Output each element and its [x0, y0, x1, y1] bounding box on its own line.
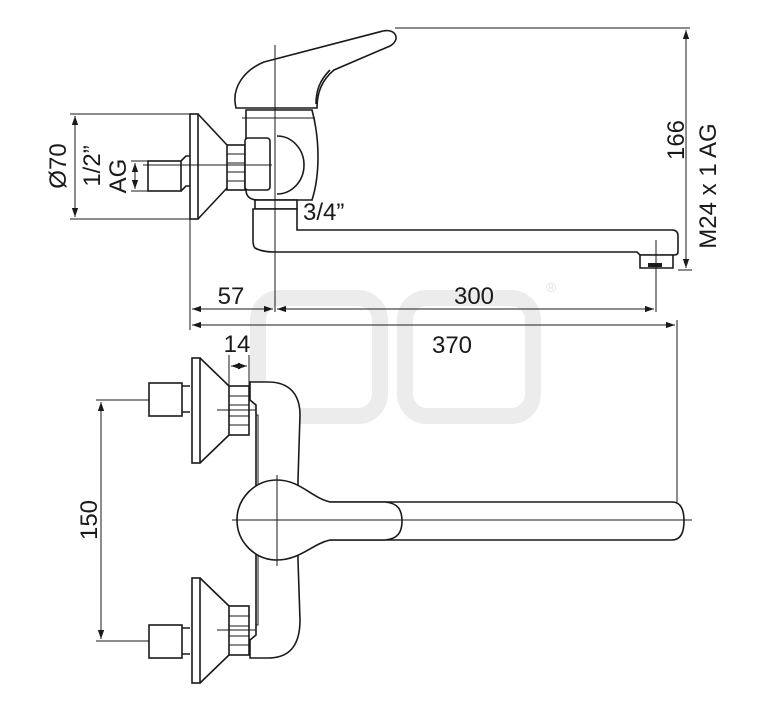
inlet-spacing-label: 150	[76, 500, 103, 540]
spout-reach-label: 300	[454, 283, 494, 310]
height-label: 166	[663, 120, 690, 160]
outlet-thread-label: 3/4”	[303, 199, 344, 226]
aerator-thread-label: M24 x 1 AG	[695, 123, 722, 248]
spout	[252, 208, 679, 256]
upper-inlet-fitting	[148, 382, 183, 417]
lever-handle	[234, 29, 397, 109]
side-view: Ø70 1/2” AG 3/4” 1	[45, 27, 722, 522]
top-view: 14 150	[76, 331, 692, 684]
wall-to-axis-label: 57	[218, 283, 245, 310]
watermark-logo: ®	[250, 279, 557, 424]
diameter-label: Ø70	[45, 143, 72, 188]
lower-inlet-fitting	[148, 624, 183, 659]
upper-wall-plate	[191, 357, 201, 464]
inlet-thread-type: AG	[105, 159, 132, 194]
registered-mark: ®	[546, 279, 557, 295]
wall-plate	[189, 113, 199, 220]
union-nut	[226, 144, 246, 191]
inlet-thread-label: 1/2”	[79, 145, 106, 186]
nut-width-label: 14	[224, 331, 251, 358]
total-length-label: 370	[432, 332, 472, 359]
lower-wall-plate	[191, 577, 201, 684]
inlet-fitting	[147, 160, 182, 192]
